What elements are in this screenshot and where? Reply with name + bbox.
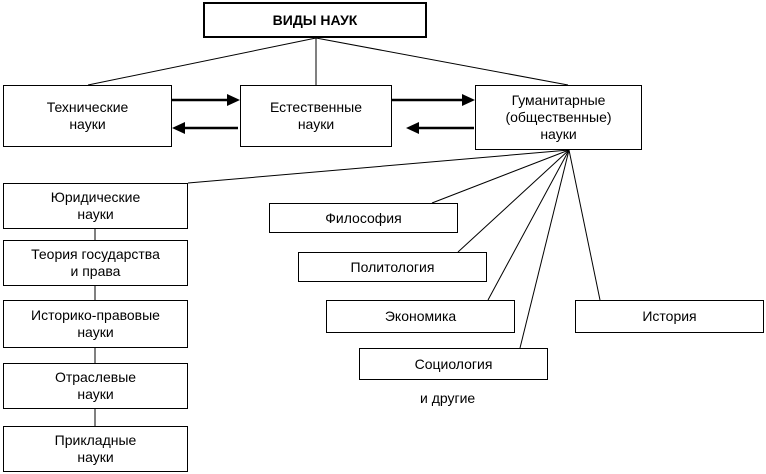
arrowhead-humanitarian-to-natural [406,122,419,134]
arrowhead-technical-to-natural [227,94,240,106]
connector-title-humanitarian [315,37,569,86]
natural-sciences-box: Естественные науки [240,85,392,147]
humanitarian-sciences-box: Гуманитарные (общественные) науки [475,85,642,150]
sociology-box: Социология [359,348,548,380]
branch-sciences-box: Отраслевые науки [3,363,188,409]
arrowhead-natural-to-humanitarian [462,94,475,106]
history-box: История [575,300,764,333]
connector-humanitarian-history [568,149,601,301]
political-science-box: Политология [298,252,487,282]
connector-humanitarian-philosophy [431,149,570,204]
historical-legal-box: Историко-правовые науки [3,300,188,348]
technical-sciences-box: Технические науки [3,85,172,147]
state-law-theory-box: Теория государства и права [3,240,188,286]
connector-humanitarian-economics [487,149,570,301]
economics-box: Экономика [326,300,515,333]
title-box: ВИДЫ НАУК [203,2,427,38]
arrowhead-natural-to-technical [172,122,185,134]
connector-humanitarian-sociology [519,149,570,349]
legal-sciences-box: Юридические науки [3,183,188,229]
connector-humanitarian-politology [457,149,570,253]
others-label: и другие [420,390,476,406]
connector-title-technical [87,37,317,86]
connector-humanitarian-legal [187,149,570,184]
applied-sciences-box: Прикладные науки [3,426,188,472]
philosophy-box: Философия [269,203,458,233]
